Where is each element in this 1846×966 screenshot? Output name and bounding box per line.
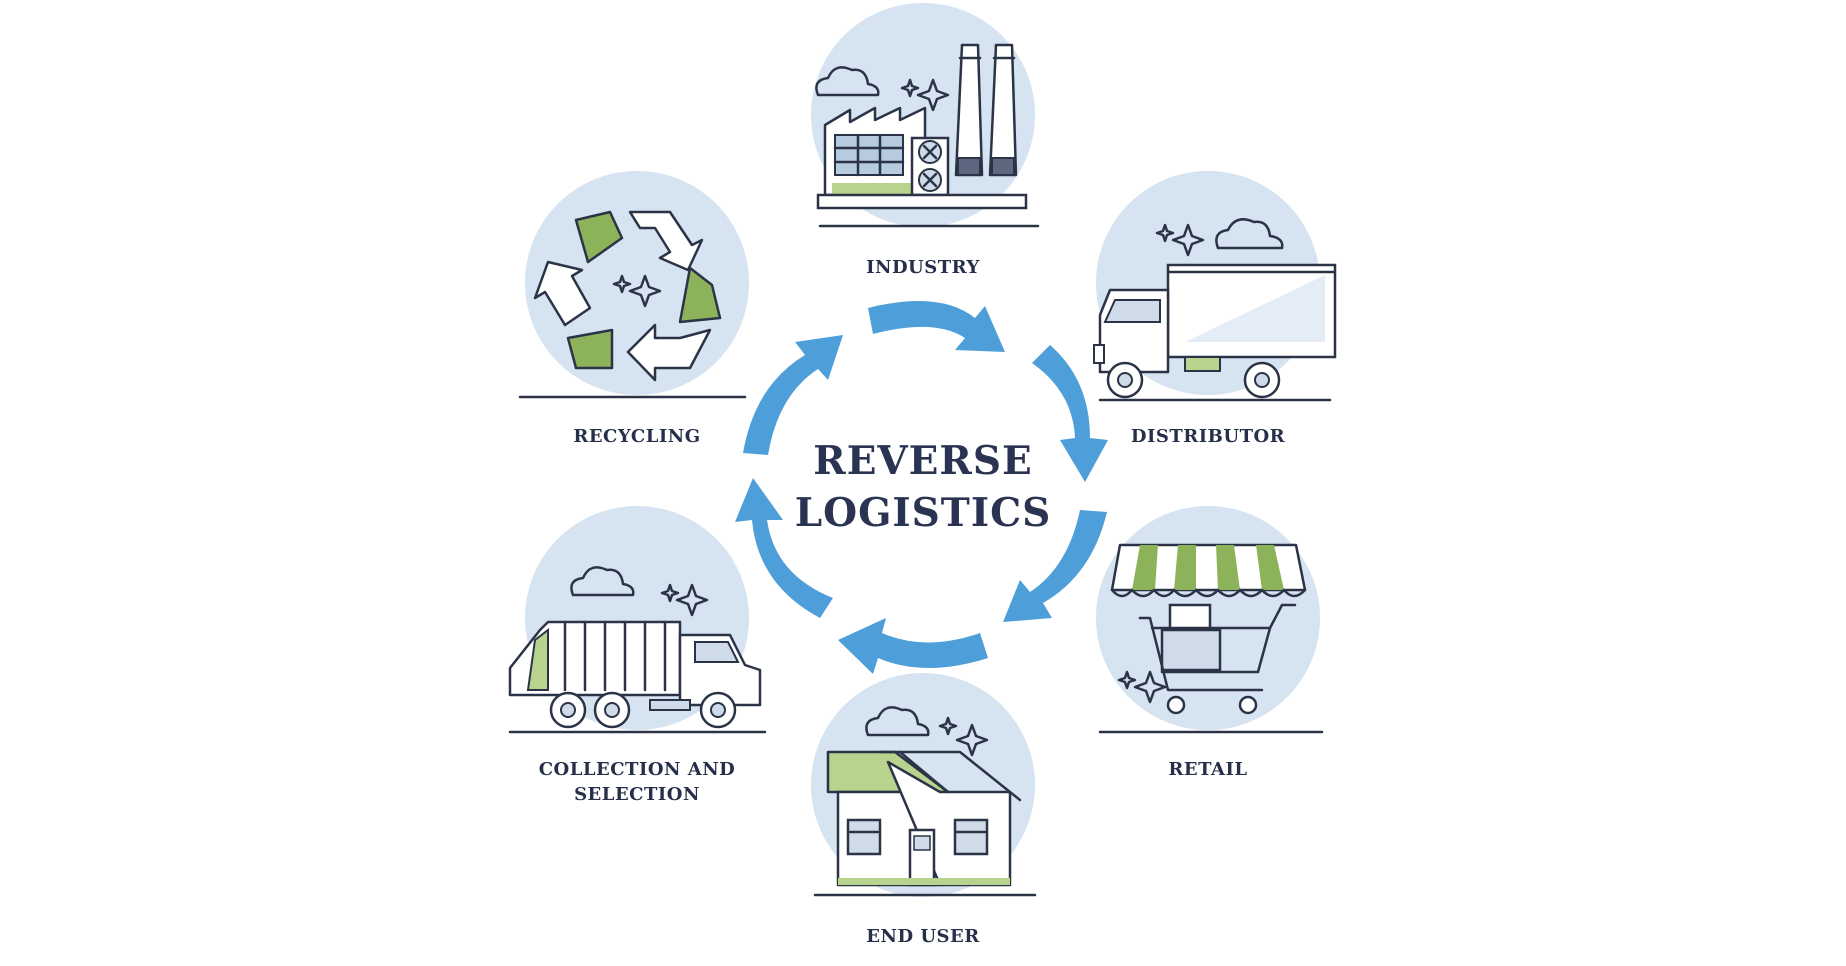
sparkle-icon <box>1133 670 1167 704</box>
stage-retail: RETAIL <box>1096 506 1324 780</box>
cycle-arrow-3 <box>1003 510 1107 622</box>
cycle-arrow-1 <box>868 300 1005 352</box>
factory-chimneys-icon <box>954 43 1018 177</box>
delivery-truck-icon <box>1093 263 1337 402</box>
sparkle-icon <box>900 78 920 98</box>
stage-label-collection-line-2: SELECTION <box>574 784 700 805</box>
sparkle-icon <box>955 723 989 757</box>
garbage-truck-icon <box>508 620 767 734</box>
cloud-icon <box>815 66 880 97</box>
recycle-icon <box>533 210 722 382</box>
title-line-2: LOGISTICS <box>795 490 1052 536</box>
title-line-1: REVERSE <box>813 438 1032 484</box>
sparkle-icon <box>916 78 950 112</box>
stage-label-collection-line-1: COLLECTION AND <box>539 759 736 780</box>
cycle-arrow-2 <box>1032 345 1108 482</box>
stage-label-retail: RETAIL <box>1168 759 1247 780</box>
cycle-arrow-5 <box>735 478 833 618</box>
cloud-icon <box>1215 218 1284 250</box>
stage-collection-selection: COLLECTION AND SELECTION <box>508 506 767 805</box>
sparkle-icon <box>660 583 680 603</box>
sparkle-icon <box>1171 223 1205 257</box>
cycle-arrow-6 <box>743 335 843 455</box>
cloud-icon <box>570 566 635 597</box>
stage-distributor: DISTRIBUTOR <box>1093 171 1337 447</box>
stage-label-end-user: END USER <box>866 926 980 947</box>
diagram-title: REVERSE LOGISTICS <box>795 438 1052 536</box>
stage-industry: INDUSTRY <box>811 3 1040 278</box>
sparkle-icon <box>1155 223 1175 243</box>
sparkle-icon <box>675 583 709 617</box>
stage-recycling: RECYCLING <box>518 171 749 447</box>
cycle-arrows <box>735 300 1108 674</box>
stage-label-recycling: RECYCLING <box>573 426 700 447</box>
stage-label-industry: INDUSTRY <box>866 257 980 278</box>
factory-icon <box>816 106 1040 228</box>
stage-end-user: END USER <box>811 673 1037 947</box>
sparkle-icon <box>1117 670 1137 690</box>
shopping-cart-icon <box>1138 603 1297 715</box>
stage-label-distributor: DISTRIBUTOR <box>1131 426 1286 447</box>
cycle-arrow-4 <box>838 618 988 674</box>
house-icon <box>813 750 1037 897</box>
shop-awning-icon <box>1110 543 1307 598</box>
sparkle-icon <box>628 274 662 308</box>
sparkle-icon <box>612 274 632 294</box>
cloud-icon <box>865 706 930 737</box>
sparkle-icon <box>938 716 958 736</box>
